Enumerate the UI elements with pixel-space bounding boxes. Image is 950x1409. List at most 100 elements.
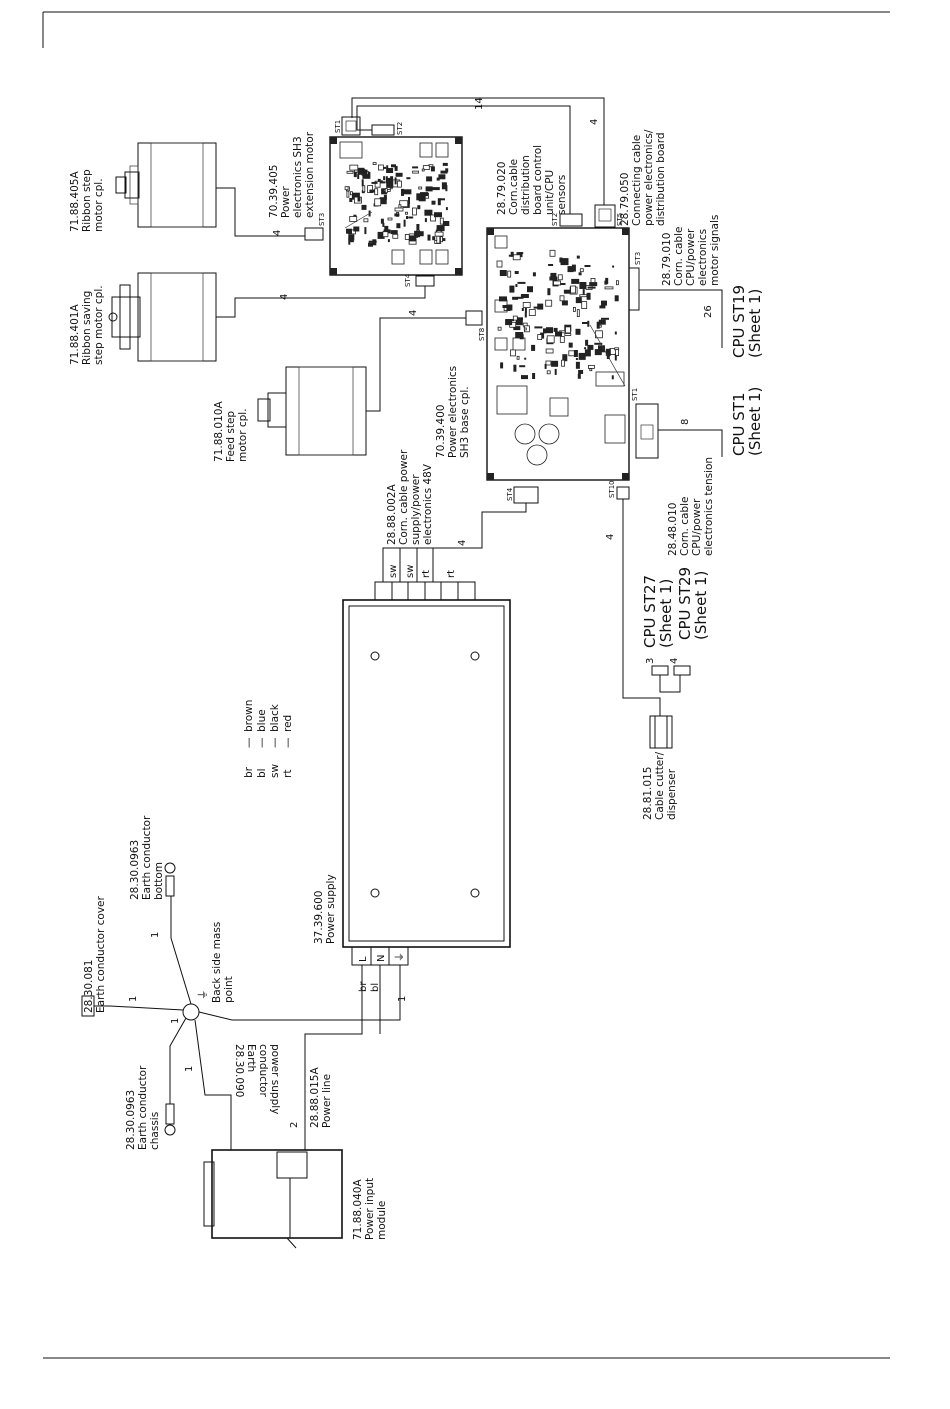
pcb-component: [353, 226, 360, 232]
pcb-component: [604, 286, 614, 290]
pcb-component: [439, 217, 444, 225]
wire-count: 2: [289, 1122, 300, 1128]
pcb-component: [598, 345, 605, 353]
pcb-component: [562, 354, 568, 362]
pcb-component: [551, 360, 559, 367]
wire-psu-48v: [382, 503, 527, 582]
pcb-component: [519, 365, 526, 368]
cpu-ref-st19: CPU ST19 (Sheet 1): [730, 285, 764, 358]
wire-color-label: rt: [446, 570, 457, 578]
pcb-component: [599, 305, 606, 309]
pcb-component: [406, 216, 408, 219]
pcb-component: [559, 295, 565, 302]
part-desc: Corn. cable power: [398, 449, 410, 545]
power-input-module: [203, 1149, 343, 1249]
part-desc: CPU/power: [691, 498, 703, 556]
pcb-component: [605, 277, 609, 284]
connector-tag: ST2: [551, 213, 559, 226]
pcb-component: [579, 282, 587, 289]
pcb-component: [565, 326, 571, 334]
pcb-component: [601, 317, 609, 320]
pcb-component: [386, 165, 389, 169]
part-desc: Earth conductor: [137, 1065, 149, 1150]
pcb-component: [557, 283, 566, 285]
svg-text:—: —: [269, 738, 281, 749]
part-desc: chassis: [149, 1112, 161, 1150]
color-legend: br — brown bl — blue sw — black rt — red: [243, 700, 294, 778]
pcb-component: [546, 335, 555, 344]
mass-point: [182, 1003, 200, 1021]
pcb-component: [361, 179, 364, 187]
wire-earth-chassis: [169, 1017, 187, 1104]
part-number: 71.88.405A: [69, 171, 81, 232]
terminal-mark: ⏚: [394, 952, 406, 962]
pcb-component: [594, 342, 603, 345]
pcb-component: [615, 349, 619, 357]
pcb-component: [426, 176, 433, 182]
pcb-component: [436, 177, 440, 181]
pcb-component: [430, 166, 435, 172]
label-conn-cable-cpu-tension: 28.48.010 Corn. cable CPU/power electron…: [667, 457, 715, 556]
pcb-component: [575, 297, 582, 304]
pcb-component: [425, 186, 433, 192]
pcb-component: [394, 207, 404, 212]
wire-ribbon-saving: [216, 286, 426, 318]
pcb-component: [588, 364, 595, 369]
part-desc: Corn.cable: [508, 159, 520, 215]
wires: [109, 97, 723, 1150]
part-desc: Corn. cable: [673, 227, 685, 286]
pcb-component: [391, 164, 396, 168]
pcb-component: [524, 312, 527, 318]
connector-tag: ST3: [318, 213, 326, 226]
pcb-component: [577, 373, 581, 379]
label-earth-bottom: 28.30.0963 Earth conductor bottom: [129, 815, 165, 900]
part-desc: Earth conductor cover: [95, 895, 107, 1013]
pcb-component: [377, 164, 384, 171]
wire-cutter-split: [659, 675, 681, 693]
part-desc: SH3 base cpl.: [459, 386, 471, 458]
part-number: 28.48.010: [667, 503, 679, 556]
pcb-component: [510, 349, 516, 357]
part-desc: Connecting cable: [631, 135, 643, 226]
connector-tag: ST2: [396, 122, 404, 135]
part-desc: Earth: [245, 1044, 257, 1072]
label-conn-cable-cpu-motor: 28.79.010 Corn. cable CPU/power electron…: [661, 215, 721, 286]
wire-count-labels: 4 4 4 14 4 26 8 4 4 3 4 1 1 1 1 1 2: [128, 97, 714, 1128]
pcb-component: [440, 236, 443, 243]
cpu-ref-name: CPU ST27: [641, 575, 659, 648]
pcb-component: [417, 205, 421, 210]
label-back-side-mass: Back side mass point: [211, 922, 235, 1003]
wire-count: 4: [408, 310, 419, 316]
pcb-component: [524, 357, 527, 360]
connector-st1-base: [635, 403, 659, 459]
legend-code: sw: [269, 764, 281, 778]
pcb-component: [403, 219, 406, 227]
pcb-component: [573, 350, 578, 357]
part-number: 28.30.0963: [125, 1090, 137, 1150]
pcb-component: [568, 350, 576, 357]
connector-tag: ST1: [631, 388, 639, 401]
label-earth-psu: Earth conductor power supply 28.30.090: [233, 1044, 281, 1114]
pcb-component: [422, 165, 430, 171]
part-desc: unit/CPU: [544, 170, 556, 215]
pcb-component: [515, 317, 523, 321]
pcb-component: [431, 200, 436, 205]
pcb-component: [571, 264, 576, 272]
pcb-component: [421, 168, 425, 172]
part-number: 28.79.050: [619, 173, 631, 226]
pcb-component: [442, 162, 448, 166]
pcb-component: [589, 282, 598, 287]
pcb-component: [380, 218, 384, 224]
pcb-component: [513, 364, 517, 372]
connector-tag: ST1: [334, 120, 342, 133]
part-desc: motor signals: [709, 215, 721, 286]
connector-tags: ST1 ST2 ST3 ST4 ST5 ST2 ST3 ST8 ST1 ST4 …: [318, 120, 642, 501]
pcb-component: [578, 352, 586, 360]
pcb-component: [527, 286, 533, 293]
pcb-component: [507, 270, 512, 278]
part-desc: motor cpl.: [237, 408, 249, 462]
pcb-component: [561, 359, 565, 367]
connector-tag: ST10: [608, 480, 616, 498]
pcb-component: [584, 347, 587, 350]
